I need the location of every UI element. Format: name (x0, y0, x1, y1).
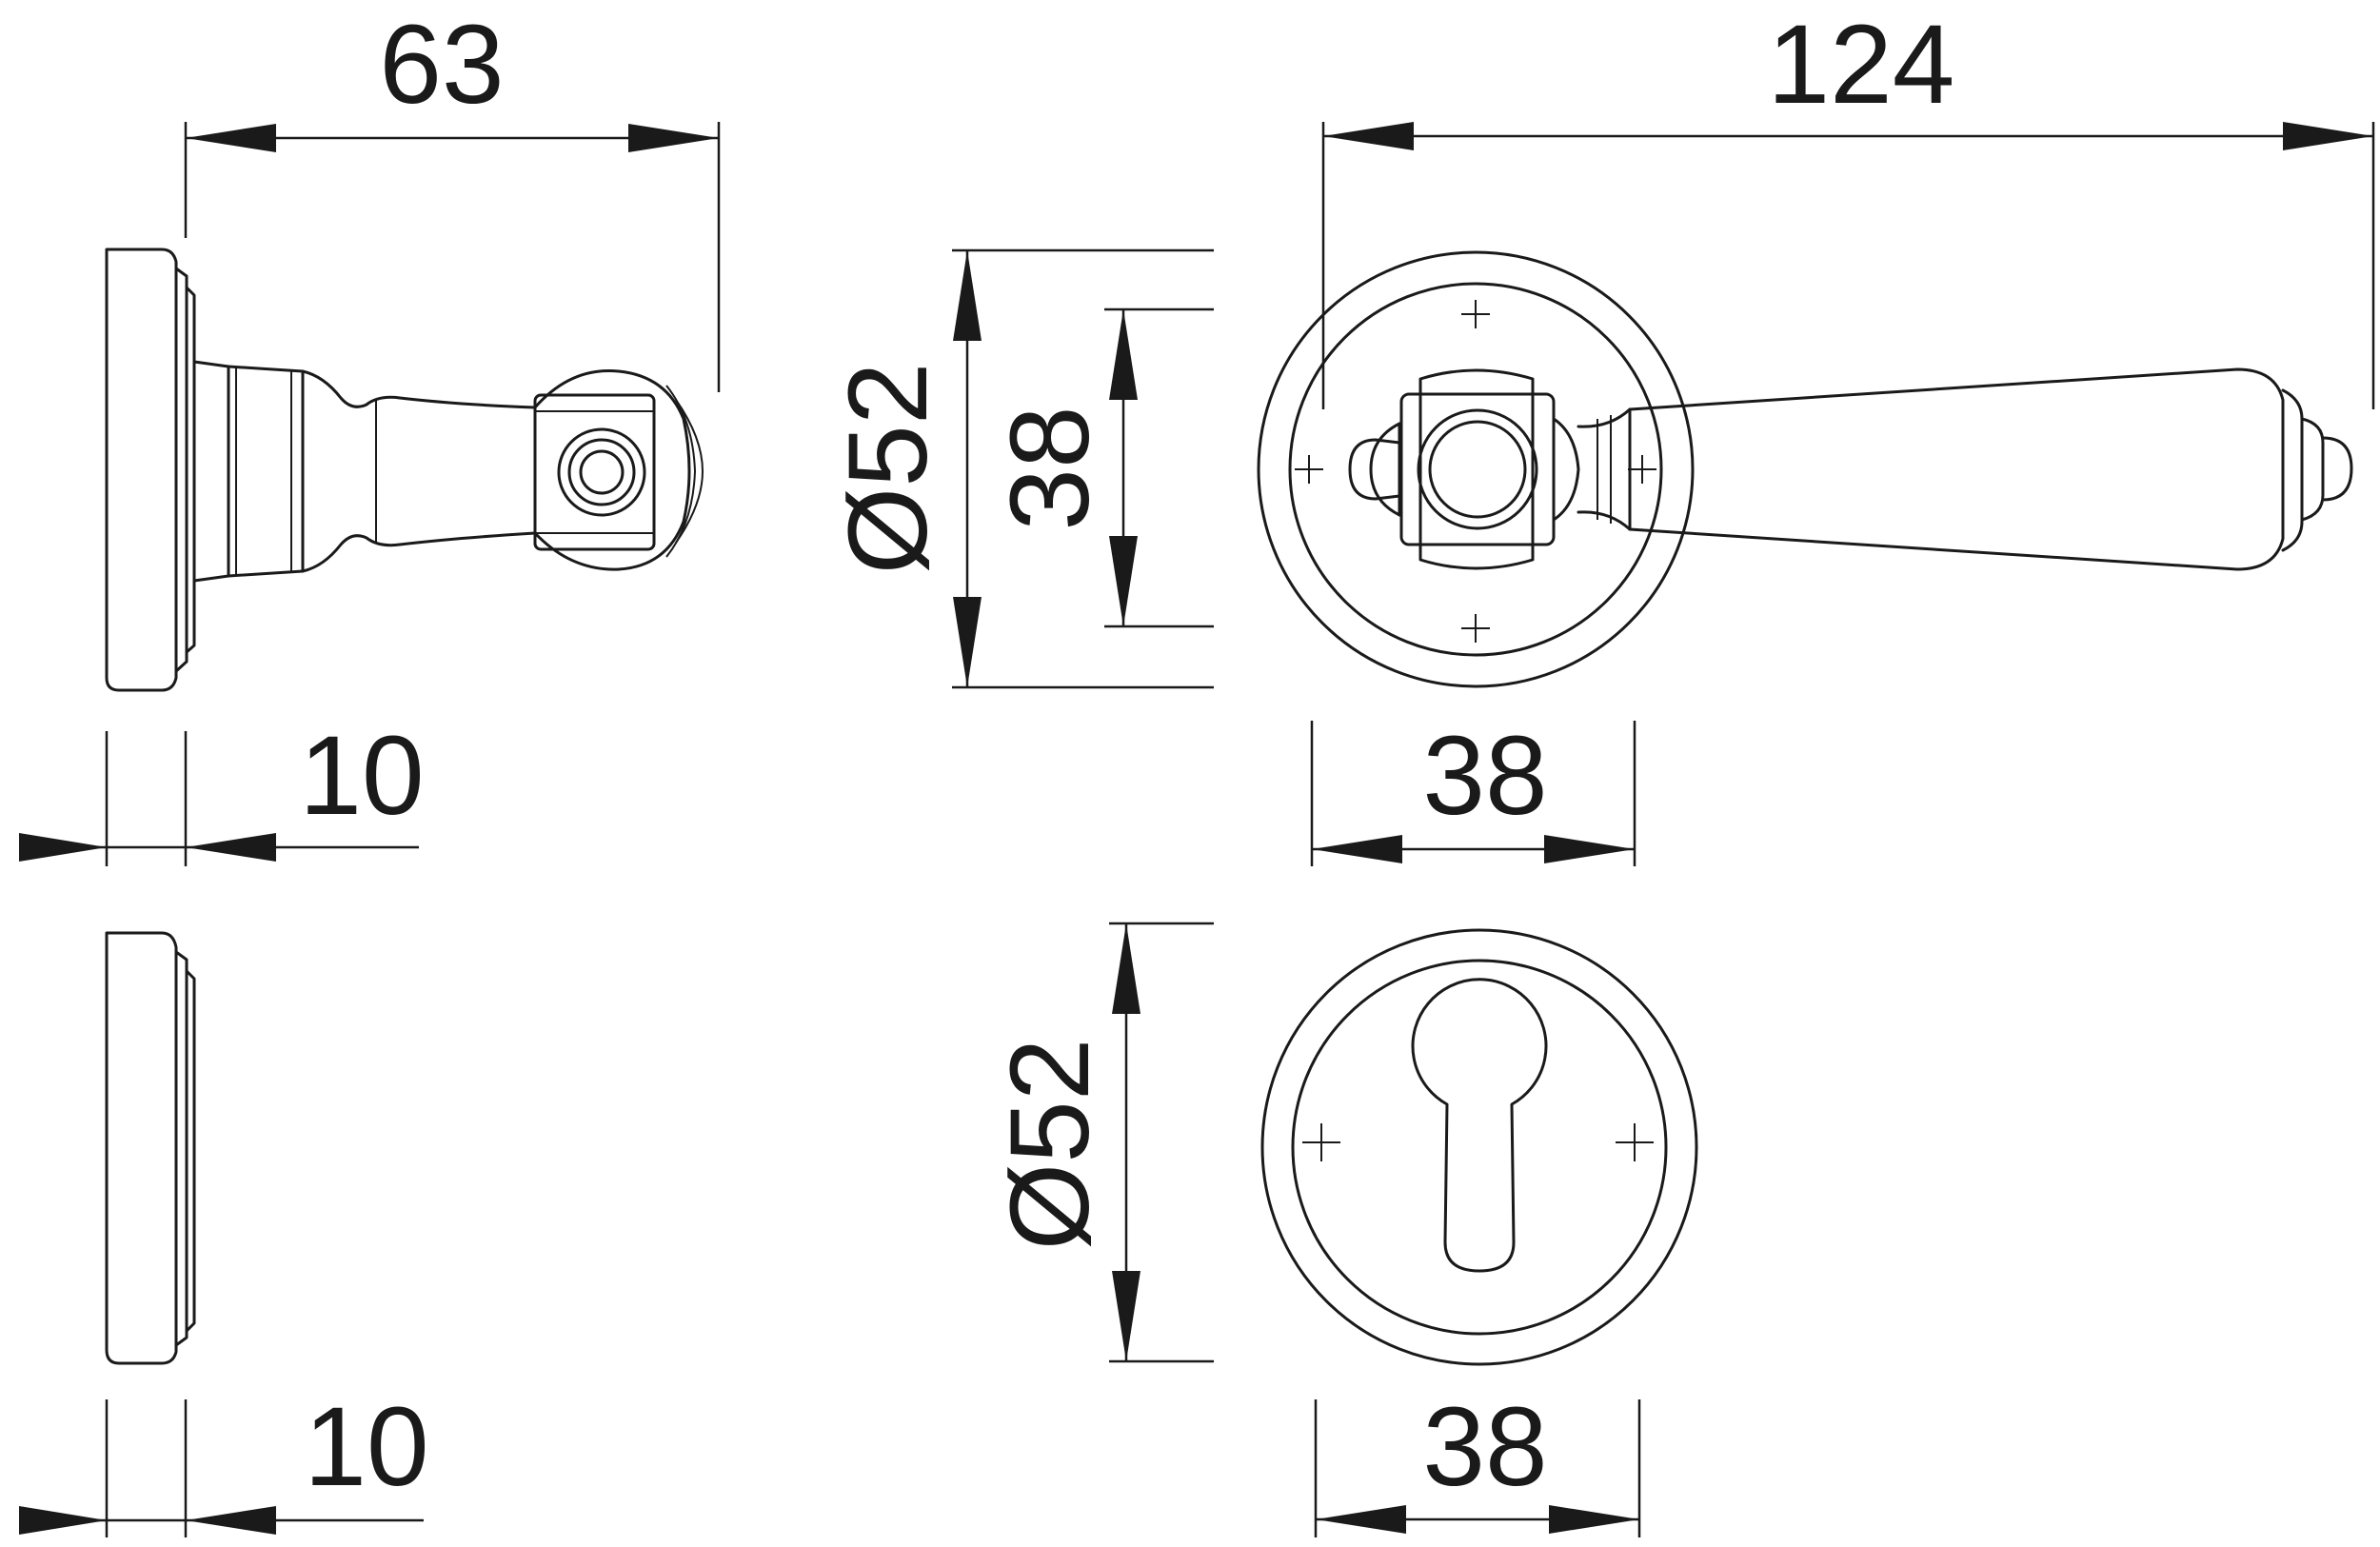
dimension-10-bottom: 10 (19, 1384, 429, 1537)
dimension-label-124: 124 (1768, 2, 1955, 128)
front-view-lever (1257, 250, 2353, 688)
dimension-38-horizontal-top: 38 (1310, 713, 1636, 866)
dimension-10-top: 10 (19, 713, 425, 866)
front-view-key-rosette (1260, 928, 1698, 1366)
dimension-124: 124 (1321, 2, 2375, 409)
dimension-diameter-52-bottom: Ø52 (987, 922, 1214, 1363)
dimension-label-38-horizontal-bottom: 38 (1422, 1384, 1547, 1510)
dimension-38-horizontal-bottom: 38 (1314, 1384, 1641, 1537)
dimension-label-10-top: 10 (299, 713, 424, 839)
side-view-key-rosette (105, 931, 196, 1365)
side-view-lever (105, 248, 704, 692)
dimension-diameter-52-top: Ø52 (825, 248, 1214, 689)
dimension-label-38-vertical: 38 (987, 406, 1113, 530)
dimension-label-38-horizontal-top: 38 (1422, 713, 1547, 839)
dimension-label-diameter-52-bottom: Ø52 (987, 1038, 1113, 1250)
dimension-label-diameter-52-top: Ø52 (825, 362, 951, 574)
dimension-label-63: 63 (379, 2, 504, 128)
dimension-63: 63 (184, 2, 721, 392)
dimension-38-vertical: 38 (987, 307, 1214, 628)
dimension-label-10-bottom: 10 (304, 1384, 428, 1510)
